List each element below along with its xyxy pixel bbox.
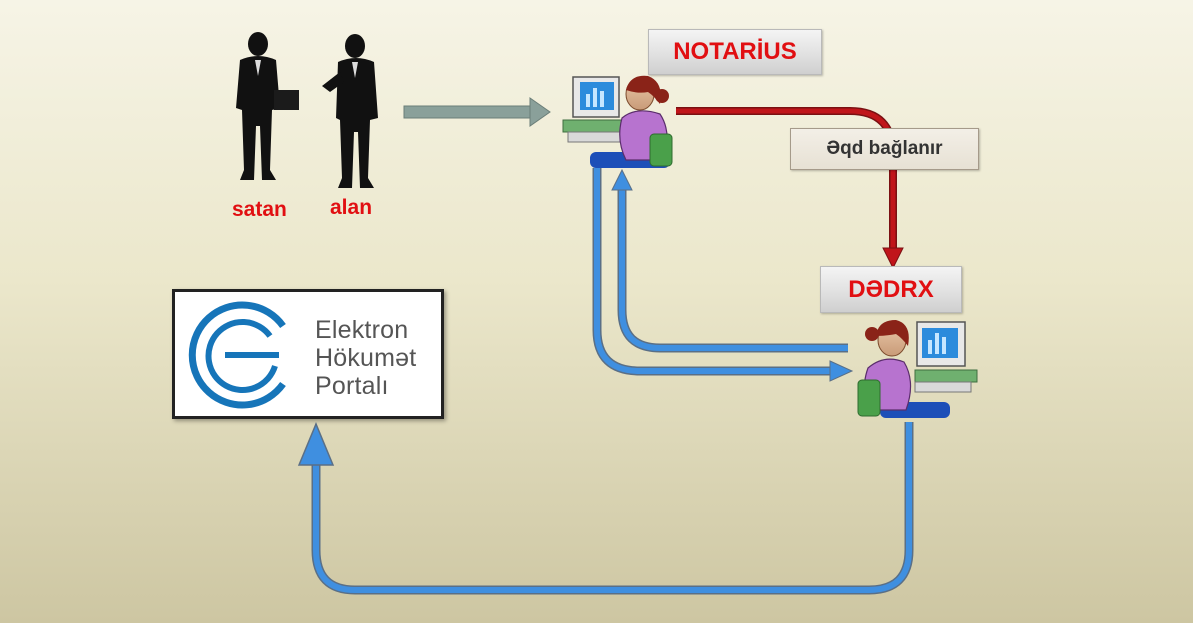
blue-arrow-to-portal	[297, 422, 914, 595]
grey-arrow	[403, 97, 551, 127]
seller-label: satan	[232, 198, 287, 221]
blue-arrow-to-dedrx	[592, 168, 854, 382]
egov-logo-icon	[188, 301, 286, 409]
portal-line-2: Hökumət	[315, 344, 417, 372]
blue-arrow-to-notarius	[611, 168, 848, 353]
portal-line-1: Elektron	[315, 316, 409, 344]
notary-operator-icon	[562, 75, 673, 168]
seller-silhouette-icon	[236, 32, 299, 180]
registry-operator-icon	[857, 320, 978, 418]
deal-label: Əqd bağlanır	[790, 128, 979, 170]
buyer-label: alan	[330, 196, 373, 219]
buyer-silhouette-icon	[322, 34, 378, 188]
registry-label: DƏDRX	[820, 266, 962, 313]
portal-line-3: Portalı	[315, 372, 389, 400]
notary-label: NOTARİUS	[648, 29, 822, 75]
egov-portal-box: Elektron Hökumət Portalı	[172, 289, 444, 419]
